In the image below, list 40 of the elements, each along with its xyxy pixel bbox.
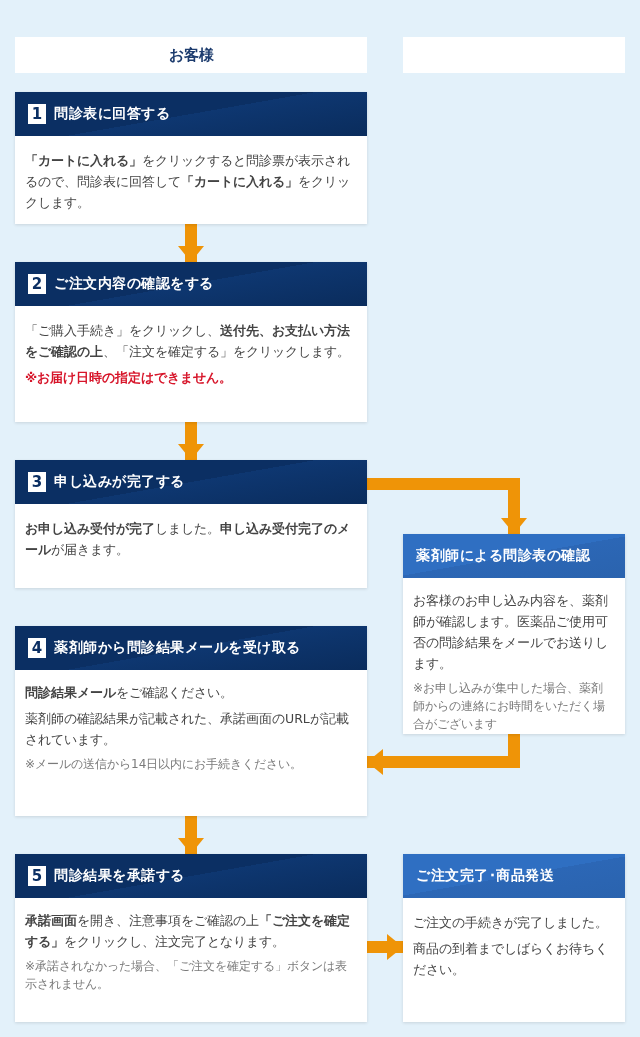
card-title: 問診表に回答する [54,105,170,123]
step-number: 2 [28,274,46,294]
step-card [15,262,367,422]
step-number: 4 [28,638,46,658]
description-text: 「カートに入れる」をクリックすると問診票が表示されるので、問診表に回答して「カートに入れる」をクリックします。 [25,152,351,212]
service-card [403,854,625,1022]
card-title: 問診結果を承諾する [54,867,185,885]
warning-text: ※お届け日時の指定はできません。 [25,369,234,387]
note-text: ※メールの送信から14日以内にお手続きください。 [25,756,304,773]
card-title: ご注文内容の確認をする [54,275,214,293]
card-title: 申し込みが完了する [54,473,185,491]
arrow [367,734,520,775]
column-header [403,37,625,73]
card-title: 薬剤師から問診結果メールを受け取る [54,639,301,657]
column-header: お客様 [15,37,367,73]
note-text: ※お申し込みが集中した場合、薬剤師からの連絡にお時間をいただく場合がございます [413,680,606,733]
description-text: お客様のお申し込み内容を、薬剤師が確認します。医薬品ご使用可否の問診結果をメールでお送りします。 [413,592,609,673]
description-text: 商品の到着までしばらくお待ちください。 [413,940,609,979]
card-title: 薬剤師による問診表の確認 [416,547,590,565]
note-text: ※承諾されなかった場合、「ご注文を確定する」ボタンは表示されません。 [25,958,349,993]
arrow [178,422,204,460]
step-card [15,92,367,224]
description-text: 薬剤師の確認結果が記載された、承諾画面のURLが記載されています。 [25,710,350,749]
description-text: 承諾画面を開き、注意事項をご確認の上「ご注文を確定する」をクリックし、注文完了となります。 [25,912,351,951]
step-card [15,854,367,1022]
step-number: 3 [28,472,46,492]
description-text: ご注文の手続きが完了しました。 [413,914,609,932]
description-text: お申し込み受付が完了しました。申し込み受付完了のメールが届きます。 [25,520,351,559]
step-number: 5 [28,866,46,886]
arrow [178,224,204,262]
arrow [367,934,403,960]
card-title: ご注文完了･商品発送 [416,867,554,885]
arrow [367,478,527,534]
step-card [15,626,367,816]
description-text: 「ご購入手続き」をクリックし、送付先、お支払い方法をご確認の上、「注文を確定する」をクリックします。 [25,322,351,361]
description-text: 問診結果メールをご確認ください。 [25,684,234,702]
step-number: 1 [28,104,46,124]
arrow [178,816,204,854]
service-card [403,534,625,734]
step-card [15,460,367,588]
